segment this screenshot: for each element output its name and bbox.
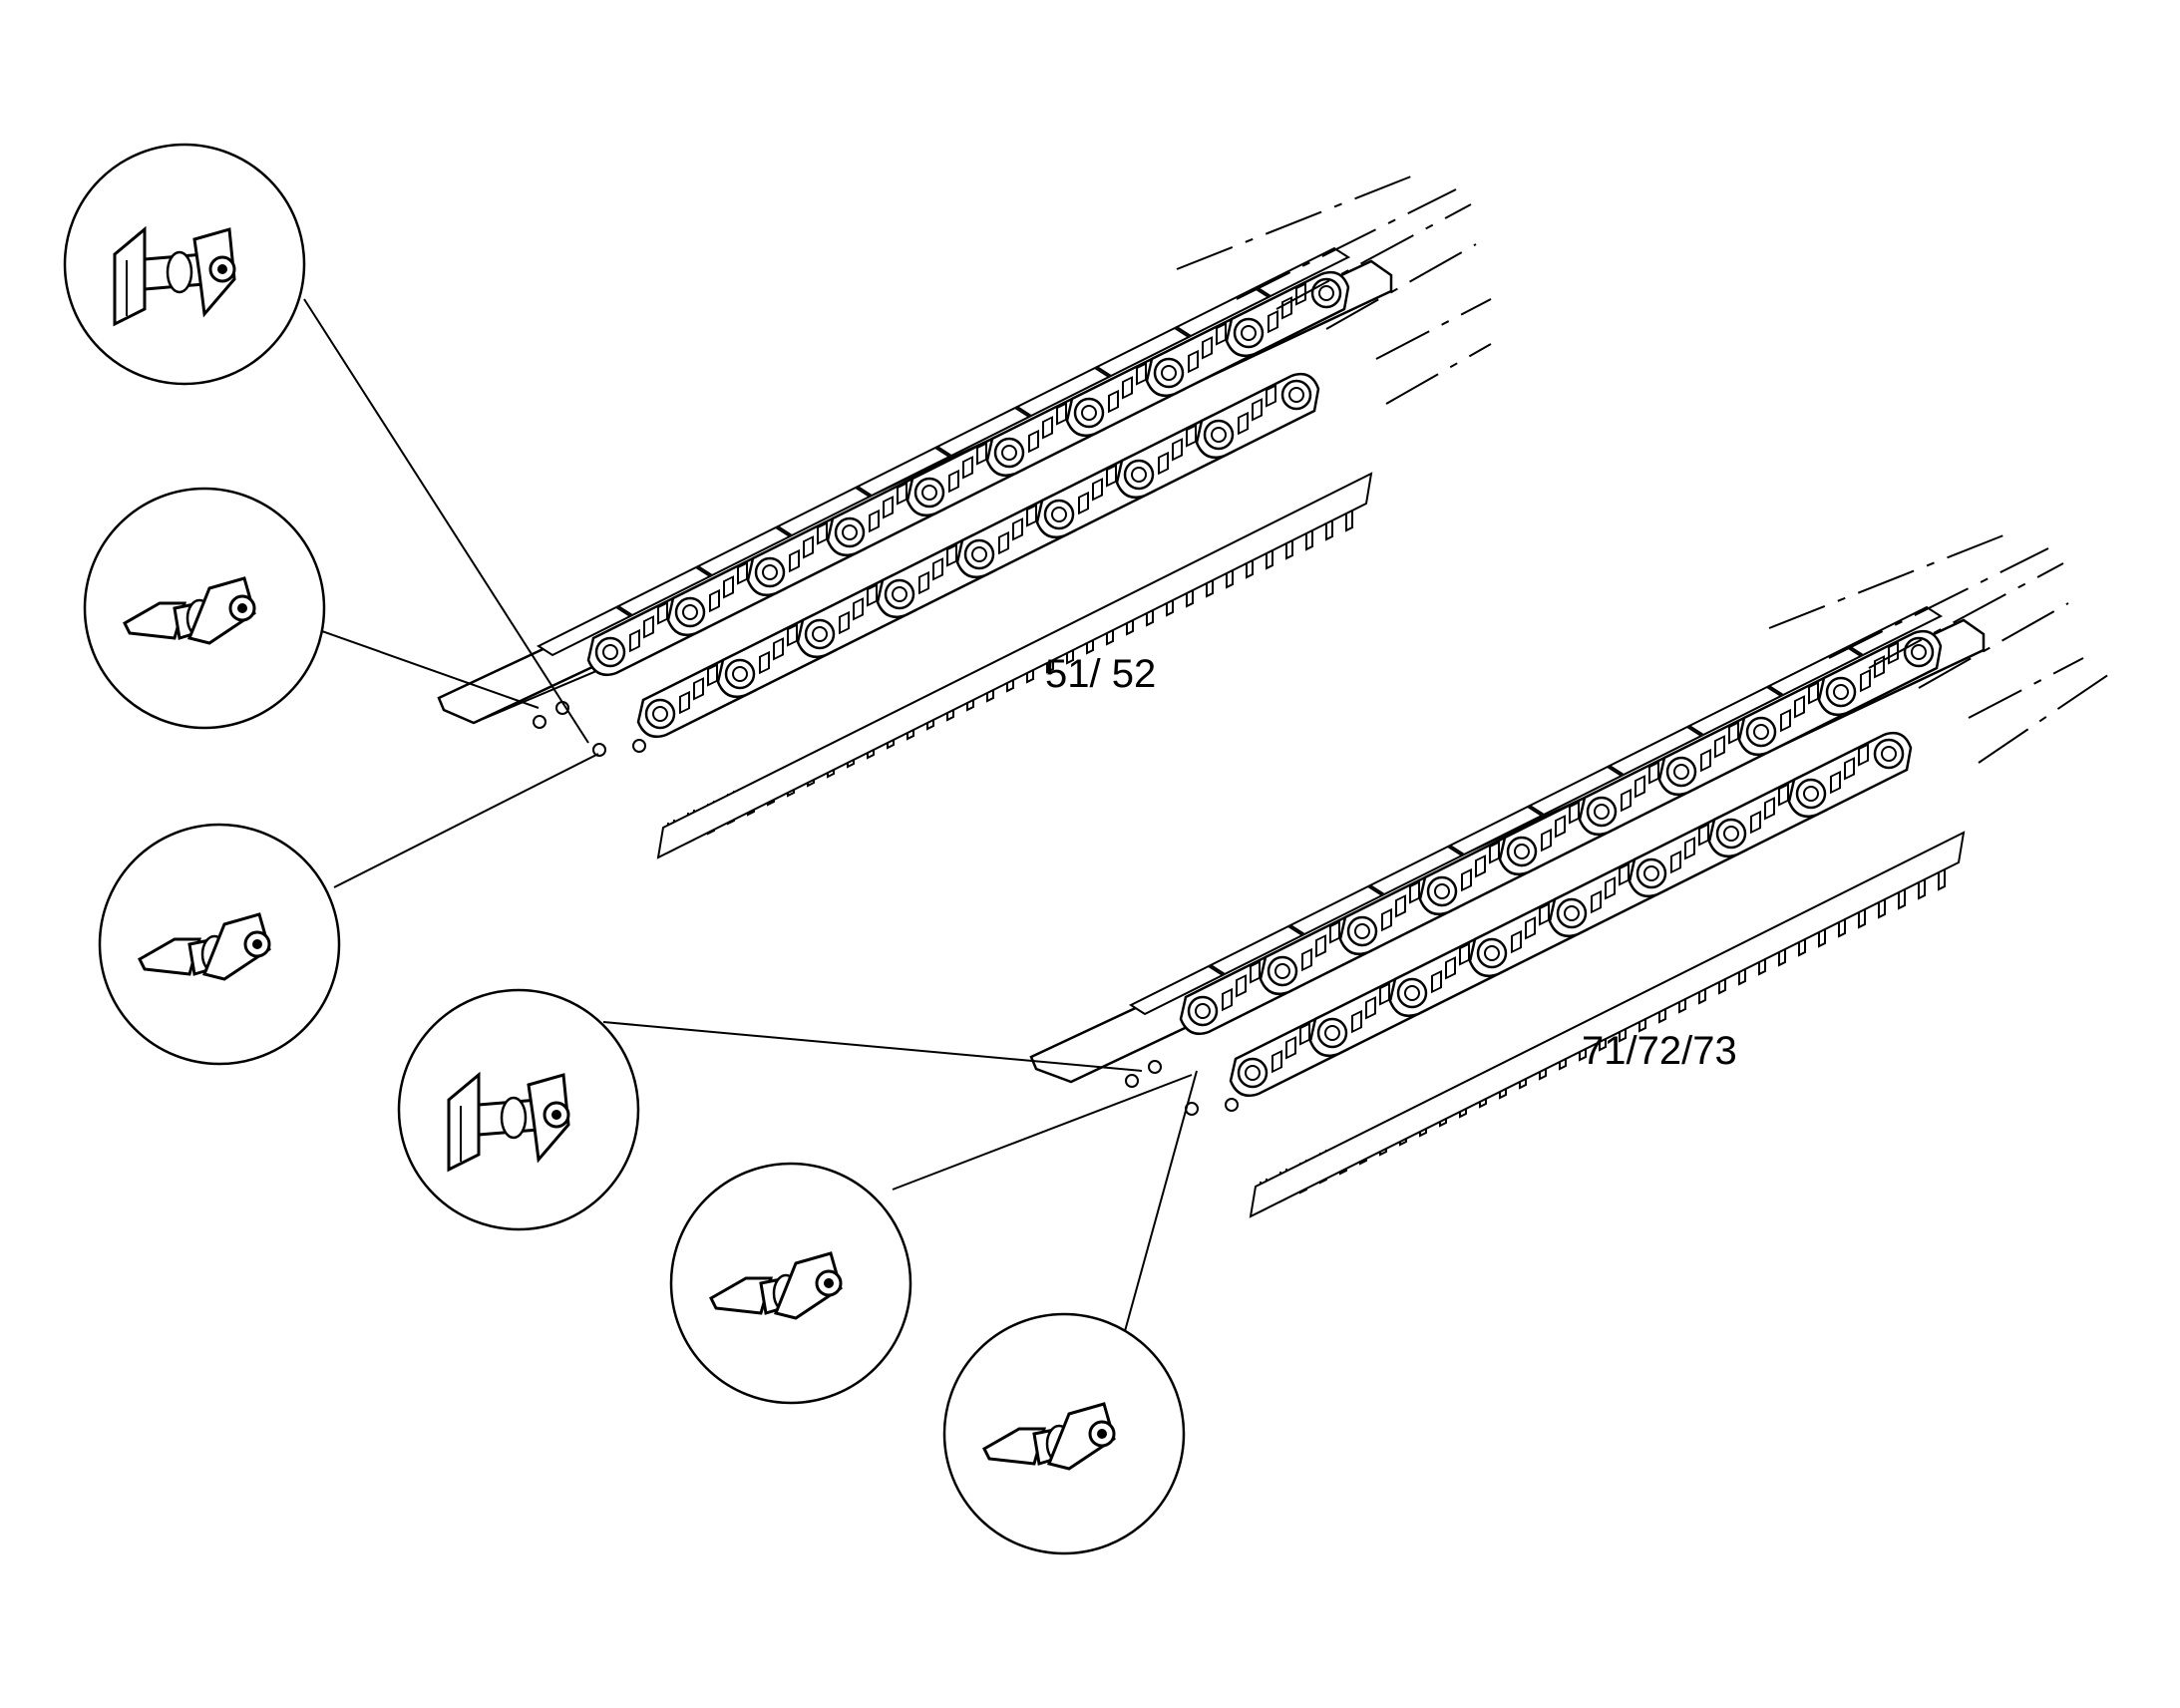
detail-circle-5 [669, 1162, 912, 1405]
chain-assembly-upper [437, 173, 1492, 859]
assembly-label-lower: 71/72/73 [1582, 1029, 1737, 1073]
chain-assembly-lower [1029, 532, 2119, 1218]
lower-continuation-lines [1768, 532, 2119, 764]
assembly-label-upper: 51/ 52 [1045, 652, 1157, 696]
detail-circle-1 [63, 143, 306, 386]
detail-circle-3 [98, 823, 341, 1066]
upper-continuation-lines [1176, 173, 1492, 405]
lower-chain-strand-back [1179, 629, 1943, 1036]
upper-chain-strand-back [586, 270, 1350, 677]
detail-circle-4 [397, 988, 640, 1231]
detail-circle-6 [942, 1312, 1186, 1555]
leader-lines [303, 298, 1198, 1332]
detail-circle-2 [83, 487, 326, 730]
